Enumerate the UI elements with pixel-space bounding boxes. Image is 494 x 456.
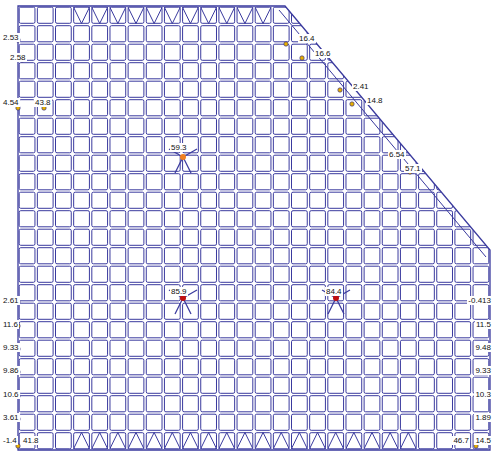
- result-value: 9.33: [2, 343, 20, 352]
- result-value: 9.86: [2, 366, 20, 375]
- result-value: 16.6: [314, 49, 332, 58]
- result-value: 41.8: [22, 436, 40, 445]
- result-value: 14.5: [474, 436, 492, 445]
- result-value: 85.9: [170, 287, 188, 296]
- result-value: 2.58: [9, 53, 27, 62]
- result-value: 9.48: [474, 343, 492, 352]
- result-value: 6.54: [388, 150, 406, 159]
- result-value: 59.3: [170, 143, 188, 152]
- result-value: 57.1: [404, 164, 422, 173]
- result-value: 2.53: [2, 33, 20, 42]
- result-value: 16.4: [298, 34, 316, 43]
- result-value: 11.6: [2, 320, 19, 329]
- support-nodes: [16, 38, 490, 448]
- result-value: 14.8: [366, 96, 384, 105]
- result-value: 1.89: [474, 413, 492, 422]
- result-value: -1.4: [2, 436, 18, 445]
- result-value: 84.4: [325, 287, 343, 296]
- load-point: [169, 149, 197, 173]
- result-value: 9.33: [474, 366, 492, 375]
- result-value: 10.6: [2, 390, 20, 399]
- result-value: 10.3: [474, 390, 492, 399]
- mesh-cells: [19, 7, 489, 449]
- result-value: 2.41: [352, 82, 370, 91]
- result-value: 46.7: [452, 436, 470, 445]
- result-value: 43.8: [34, 98, 52, 107]
- chamfer-edge: [279, 10, 486, 257]
- result-value: -0.413: [467, 296, 492, 305]
- result-value: 2.61: [2, 296, 20, 305]
- result-value: 3.61: [2, 413, 20, 422]
- plate-outline: [18, 6, 490, 450]
- result-value: 4.54: [2, 98, 20, 107]
- result-value: 11.5: [475, 320, 492, 329]
